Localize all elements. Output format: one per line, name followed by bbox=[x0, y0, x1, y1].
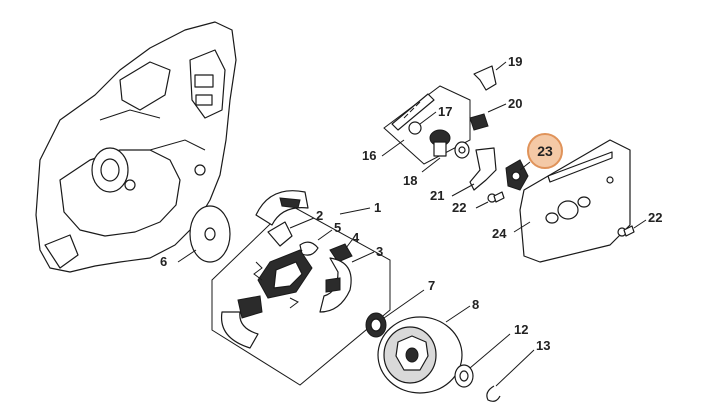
part-12-washer bbox=[454, 333, 511, 388]
part-clutch-shoe-top bbox=[255, 190, 309, 226]
part-17-o-ring bbox=[408, 111, 437, 135]
part-2-clutch-spring-clip bbox=[267, 217, 315, 247]
callout-2: 2 bbox=[316, 208, 323, 223]
part-6-washer-disc bbox=[177, 205, 231, 263]
part-22-screw-a bbox=[475, 191, 505, 209]
callout-8: 8 bbox=[472, 297, 479, 312]
callout-4: 4 bbox=[352, 230, 360, 245]
part-19-chain-catcher bbox=[473, 61, 507, 91]
callout-23-highlight[interactable]: 23 bbox=[527, 133, 563, 169]
part-7-needle-bearing bbox=[365, 289, 425, 338]
callout-3: 3 bbox=[376, 244, 383, 259]
part-18-washer bbox=[421, 141, 470, 173]
part-clutch-hub bbox=[253, 249, 313, 309]
part-13-e-clip bbox=[486, 349, 535, 402]
callout-12: 12 bbox=[514, 322, 528, 337]
callout-21: 21 bbox=[430, 188, 444, 203]
callout-22a: 22 bbox=[452, 200, 466, 215]
part-24-sprocket-cover bbox=[513, 139, 631, 263]
callout-6: 6 bbox=[160, 254, 167, 269]
callout-5: 5 bbox=[334, 220, 341, 235]
part-16-worm-shaft bbox=[381, 93, 435, 157]
part-3-clutch-shoe bbox=[319, 251, 375, 313]
part-oil-pump-gear bbox=[429, 129, 451, 157]
part-8-clutch-drum-sprocket bbox=[377, 305, 471, 394]
part-20-adjuster-block bbox=[469, 103, 507, 131]
callout-22b: 22 bbox=[648, 210, 662, 225]
part-4-clutch-carrier bbox=[329, 239, 353, 263]
clutch-assembly-frame bbox=[211, 204, 391, 386]
callout-24: 24 bbox=[492, 226, 507, 241]
callout-13: 13 bbox=[536, 338, 550, 353]
callout-19: 19 bbox=[508, 54, 522, 69]
callout-16: 16 bbox=[362, 148, 376, 163]
callout-1: 1 bbox=[374, 200, 381, 215]
part-23-tensioner-slide bbox=[505, 159, 531, 191]
part-clutch-shoe-bottom bbox=[220, 295, 263, 349]
callout-23: 23 bbox=[537, 143, 553, 159]
callout-20: 20 bbox=[508, 96, 522, 111]
callout-17: 17 bbox=[438, 104, 452, 119]
oil-pump-group-frame bbox=[383, 85, 471, 165]
part-21-chain-tensioner bbox=[451, 147, 497, 197]
callout-18: 18 bbox=[403, 173, 417, 188]
callout-7: 7 bbox=[428, 278, 435, 293]
part-22-screw-b bbox=[617, 219, 647, 237]
crankcase-housing bbox=[35, 21, 237, 273]
